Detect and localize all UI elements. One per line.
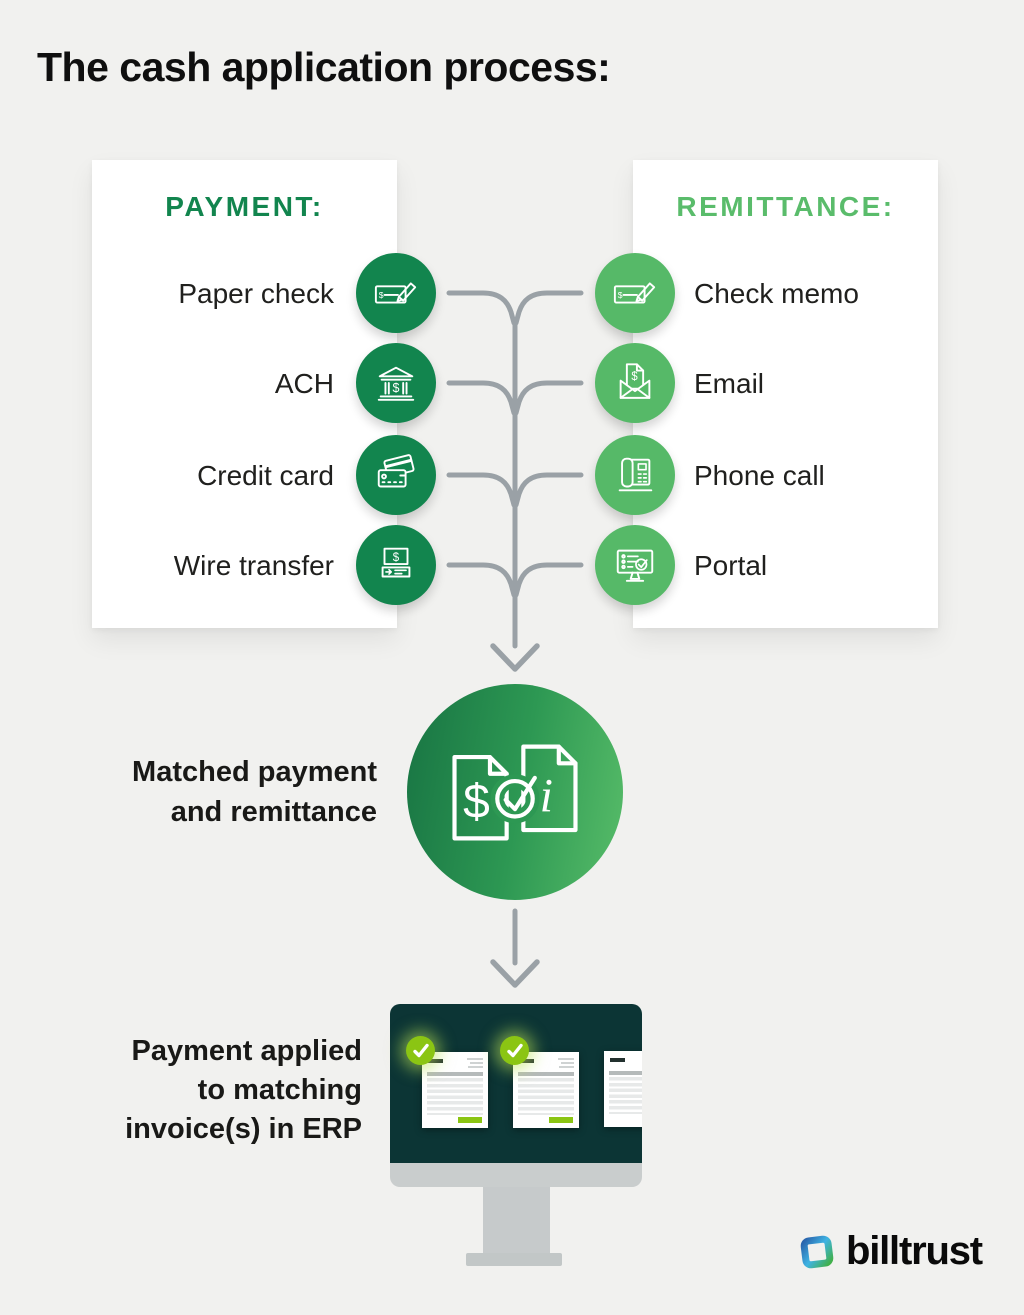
page-title: The cash application process: xyxy=(37,44,611,90)
payment-item-label: Credit card xyxy=(197,460,334,491)
billtrust-logo: billtrust xyxy=(799,1229,983,1274)
payment-item-circle: $ xyxy=(356,253,436,333)
arrow-down-icon xyxy=(490,643,540,672)
remittance-item-circle xyxy=(595,525,675,605)
payment-item-label: Wire transfer xyxy=(173,550,334,581)
svg-text:$: $ xyxy=(379,290,384,300)
payment-card xyxy=(92,160,397,628)
invoice-document xyxy=(604,1051,642,1127)
remittance-item-label: Phone call xyxy=(694,460,825,491)
svg-text:$: $ xyxy=(618,290,623,300)
monitor-bezel xyxy=(390,1163,642,1187)
remittance-item-label: Portal xyxy=(694,550,768,581)
payment-item-circle xyxy=(356,435,436,515)
check-pen-icon: $ xyxy=(613,282,656,304)
envelope-dollar-icon: $ xyxy=(619,363,651,399)
svg-text:$: $ xyxy=(463,775,490,828)
matched-documents-icon: $ i xyxy=(452,744,578,840)
check-icon xyxy=(506,1043,523,1057)
check-pen-icon: $ xyxy=(374,282,417,304)
payment-item-circle: $ xyxy=(356,343,436,423)
remittance-item-circle xyxy=(595,435,675,515)
svg-text:$: $ xyxy=(631,371,638,383)
check-badge-icon xyxy=(500,1036,529,1065)
bank-icon: $ xyxy=(377,366,415,401)
monitor-stand-base xyxy=(466,1253,562,1266)
remittance-card xyxy=(633,160,938,628)
payment-item-label: ACH xyxy=(274,368,334,399)
remittance-item-label: Email xyxy=(694,368,765,399)
erp-label: Payment applied to matching invoice(s) i… xyxy=(125,1035,362,1145)
wire-transfer-icon: $ xyxy=(381,547,411,578)
erp-monitor-screen xyxy=(390,1004,642,1163)
invoice-document xyxy=(513,1052,579,1128)
credit-cards-icon xyxy=(377,454,415,488)
desk-phone-icon xyxy=(618,457,653,492)
billtrust-mark-icon xyxy=(800,1235,834,1268)
matched-label: Matched payment and remittance xyxy=(132,756,377,828)
remittance-header: REMITTANCE: xyxy=(676,191,895,222)
remittance-item-circle: $ xyxy=(595,343,675,423)
svg-text:$: $ xyxy=(393,552,400,564)
payment-header: PAYMENT: xyxy=(165,191,324,222)
payment-item-label: Paper check xyxy=(178,278,334,309)
arrow-down-icon xyxy=(490,959,540,988)
monitor-checklist-icon xyxy=(616,549,654,582)
remittance-item-label: Check memo xyxy=(694,278,859,309)
svg-text:$: $ xyxy=(393,381,400,395)
invoice-document xyxy=(422,1052,488,1128)
check-badge-icon xyxy=(406,1036,435,1065)
matched-circle: $ i xyxy=(407,684,623,900)
payment-item-circle: $ xyxy=(356,525,436,605)
monitor-stand xyxy=(483,1187,550,1253)
check-icon xyxy=(412,1043,429,1057)
billtrust-wordmark: billtrust xyxy=(846,1229,983,1273)
svg-text:i: i xyxy=(540,769,553,822)
remittance-item-circle: $ xyxy=(595,253,675,333)
